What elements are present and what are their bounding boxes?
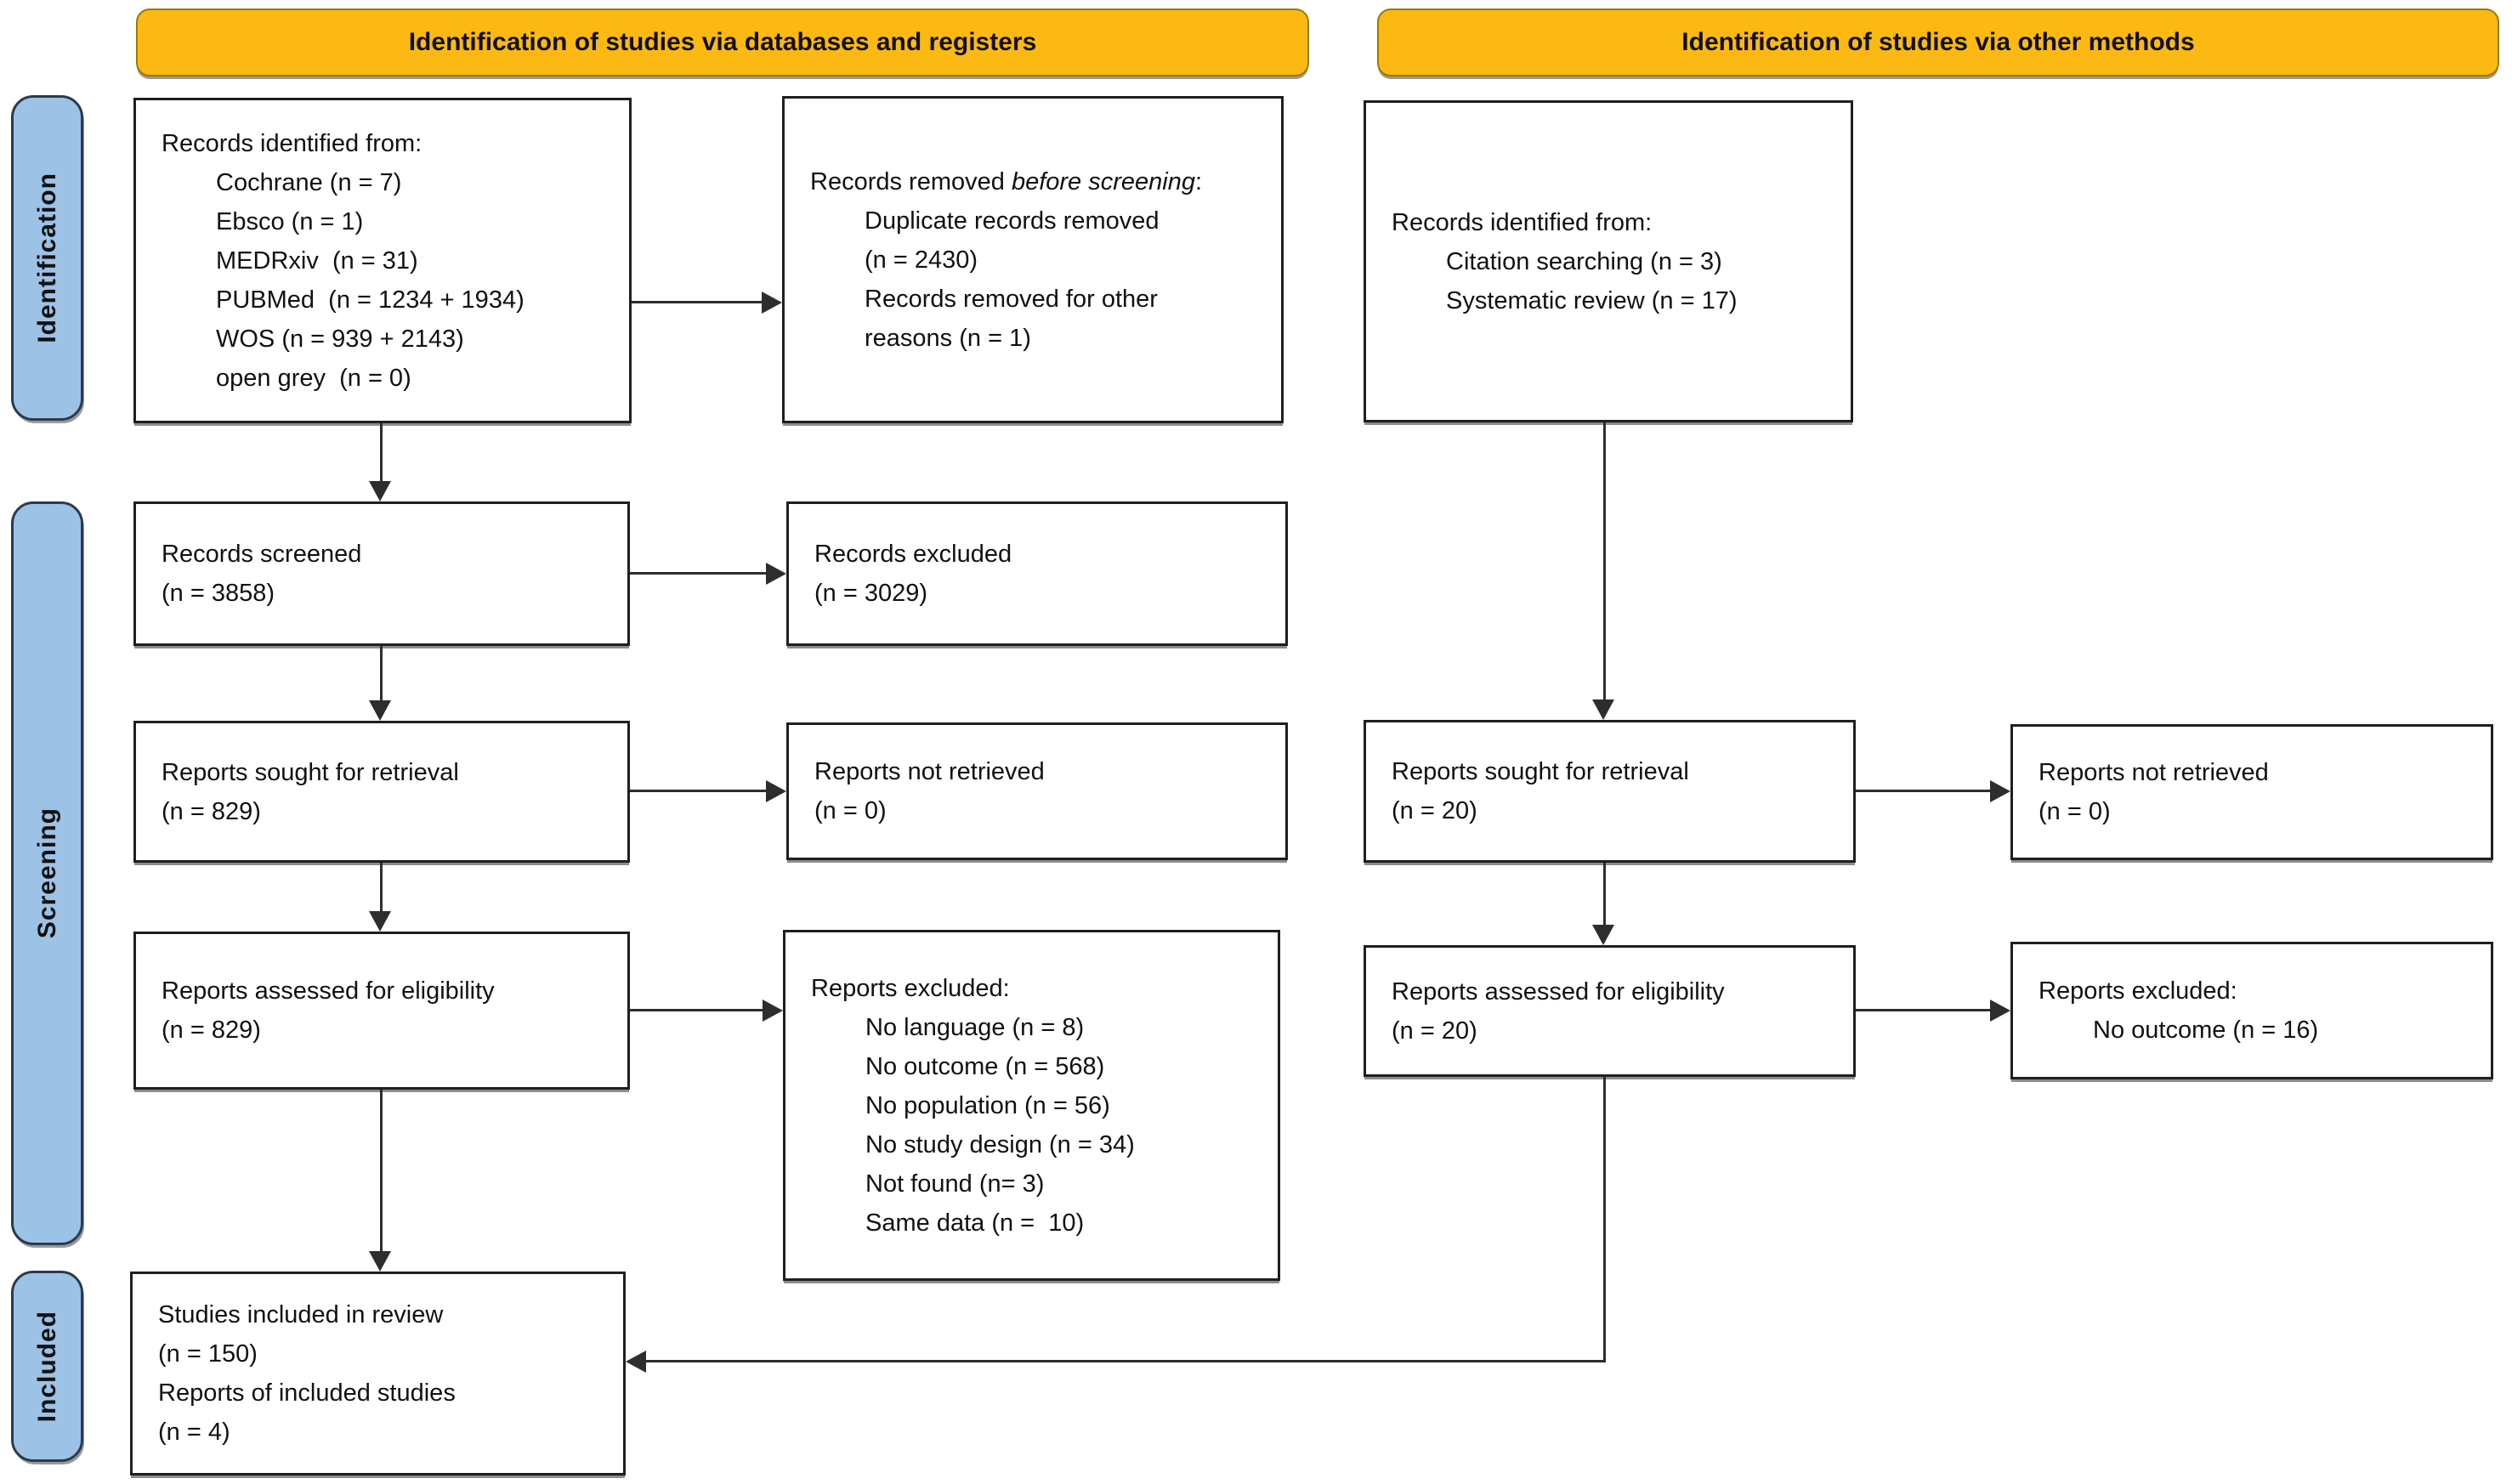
arrow-screened-to-sought-head: [369, 700, 391, 721]
box-line: Records screened: [162, 541, 362, 568]
box-line: Records identified from:: [1392, 208, 1653, 236]
box-line: Reports of included studies: [158, 1379, 456, 1407]
arrow-assessed-other-to-included-vertical: [1603, 1077, 1606, 1362]
arrow-assessed-other-to-excluded-head: [1990, 1000, 2010, 1022]
box-reports-assessed-other: Reports assessed for eligibility (n = 20): [1364, 945, 1856, 1077]
box-line: (n = 2430): [865, 246, 978, 274]
box-line: No study design (n = 34): [865, 1130, 1135, 1158]
box-line: MEDRxiv (n = 31): [216, 246, 418, 275]
arrow-sought-other-to-assessed-head: [1592, 925, 1614, 945]
box-records-screened: Records screened (n = 3858): [133, 501, 630, 646]
arrow-sought-other-to-notretrieved-head: [1990, 780, 2010, 802]
box-line: Reports excluded:: [2039, 977, 2237, 1005]
box-line: (n = 20): [1392, 797, 1477, 824]
box-line: Records excluded: [814, 541, 1012, 568]
box-line: Records removed for other: [865, 285, 1158, 313]
box-line: PUBMed (n = 1234 + 1934): [216, 286, 525, 314]
stage-bar-identification: Identification: [11, 95, 83, 421]
banner-other-label: Identification of studies via other meth…: [1681, 28, 2195, 56]
banner-databases-registers: Identification of studies via databases …: [136, 8, 1309, 76]
box-line: Studies included in review: [158, 1301, 444, 1328]
box-line: Systematic review (n = 17): [1446, 286, 1738, 314]
box-reports-assessed-databases: Reports assessed for eligibility (n = 829…: [133, 932, 630, 1090]
box-line: (n = 3029): [814, 580, 928, 607]
banner-other-methods: Identification of studies via other meth…: [1377, 8, 2499, 76]
arrow-assessed-other-to-excluded-shaft: [1856, 1009, 1990, 1011]
box-line: No outcome (n = 568): [865, 1052, 1105, 1080]
arrow-sought-to-assessed-head: [369, 911, 391, 932]
stage-bar-screening: Screening: [11, 501, 83, 1245]
stage-screening-label: Screening: [32, 807, 61, 939]
arrow-identified-to-screened-shaft: [380, 423, 383, 483]
arrow-assessed-to-included-shaft: [380, 1090, 383, 1253]
box-line: Reports not retrieved: [814, 758, 1045, 785]
box-records-excluded: Records excluded (n = 3029): [786, 501, 1288, 646]
box-studies-included: Studies included in review (n = 150) Repor…: [130, 1272, 626, 1476]
stage-included-label: Included: [32, 1310, 61, 1423]
arrow-identified-to-removed-shaft: [632, 301, 763, 303]
arrow-screened-to-excluded-shaft: [630, 572, 768, 575]
arrow-screened-to-sought-shaft: [380, 646, 383, 702]
box-line: Reports not retrieved: [2039, 759, 2269, 786]
arrow-assessed-to-excluded-shaft: [630, 1009, 764, 1011]
box-records-identified-databases: Records identified from: Cochrane (n = 7)…: [133, 98, 632, 423]
box-line: Reports assessed for eligibility: [1392, 977, 1725, 1005]
arrow-screened-to-excluded-head: [766, 563, 786, 585]
box-line: No language (n = 8): [865, 1013, 1085, 1041]
arrow-identified-other-to-sought-head: [1592, 700, 1614, 720]
box-line: Records identified from:: [162, 129, 422, 157]
arrow-assessed-to-excluded-head: [763, 1000, 783, 1022]
box-line: (n = 4): [158, 1419, 230, 1446]
box-line: Reports sought for retrieval: [162, 758, 459, 786]
box-records-identified-other: Records identified from: Citation searchi…: [1364, 100, 1853, 422]
arrow-identified-to-removed-head: [762, 292, 782, 314]
box-reports-not-retrieved-other: Reports not retrieved (n = 0): [2010, 724, 2493, 860]
box-records-removed: Records removed before screening: Duplica…: [782, 96, 1284, 423]
box-reports-sought-databases: Reports sought for retrieval (n = 829): [133, 721, 630, 863]
box-line: Ebsco (n = 1): [216, 207, 364, 235]
arrow-identified-to-screened-head: [369, 481, 391, 501]
box-line: (n = 829): [162, 797, 261, 825]
box-line: (n = 0): [2039, 798, 2111, 825]
arrow-sought-other-to-assessed-shaft: [1603, 863, 1606, 926]
box-line: Duplicate records removed: [865, 207, 1160, 235]
box-line: Same data (n = 10): [865, 1209, 1085, 1237]
arrow-sought-to-notretrieved-shaft: [630, 790, 768, 792]
banner-databases-label: Identification of studies via databases …: [408, 28, 1037, 56]
arrow-assessed-other-to-included-horizontal: [646, 1360, 1606, 1362]
box-line: (n = 20): [1392, 1017, 1477, 1045]
box-line: (n = 3858): [162, 580, 275, 607]
box-line: Citation searching (n = 3): [1446, 247, 1722, 275]
box-line: Records removed before screening:: [810, 167, 1203, 195]
arrow-sought-to-assessed-shaft: [380, 863, 383, 913]
box-line: (n = 150): [158, 1340, 258, 1368]
box-reports-excluded-databases: Reports excluded: No language (n = 8) No o…: [783, 930, 1280, 1281]
box-line: Cochrane (n = 7): [216, 168, 402, 196]
stage-bar-included: Included: [11, 1271, 83, 1462]
box-reports-excluded-other: Reports excluded: No outcome (n = 16): [2010, 942, 2493, 1079]
box-reports-not-retrieved-databases: Reports not retrieved (n = 0): [786, 722, 1288, 860]
box-line: No outcome (n = 16): [2093, 1017, 2319, 1044]
arrow-sought-other-to-notretrieved-shaft: [1856, 790, 1990, 792]
box-line: No population (n = 56): [865, 1091, 1110, 1119]
arrow-sought-to-notretrieved-head: [766, 780, 786, 802]
arrow-assessed-to-included-head: [369, 1251, 391, 1272]
box-line: open grey (n = 0): [216, 364, 411, 392]
stage-identification-label: Identification: [32, 173, 61, 343]
box-line: (n = 829): [162, 1017, 261, 1044]
box-line: reasons (n = 1): [865, 324, 1031, 352]
arrow-identified-other-to-sought-shaft: [1603, 422, 1606, 701]
box-line: WOS (n = 939 + 2143): [216, 325, 464, 353]
box-line: Reports assessed for eligibility: [162, 977, 495, 1005]
box-line: Reports sought for retrieval: [1392, 758, 1689, 785]
box-line: Reports excluded:: [811, 974, 1010, 1002]
box-reports-sought-other: Reports sought for retrieval (n = 20): [1364, 720, 1856, 863]
box-line: Not found (n= 3): [865, 1170, 1045, 1198]
box-line: (n = 0): [814, 797, 887, 824]
arrow-assessed-other-to-included-head: [626, 1351, 646, 1373]
